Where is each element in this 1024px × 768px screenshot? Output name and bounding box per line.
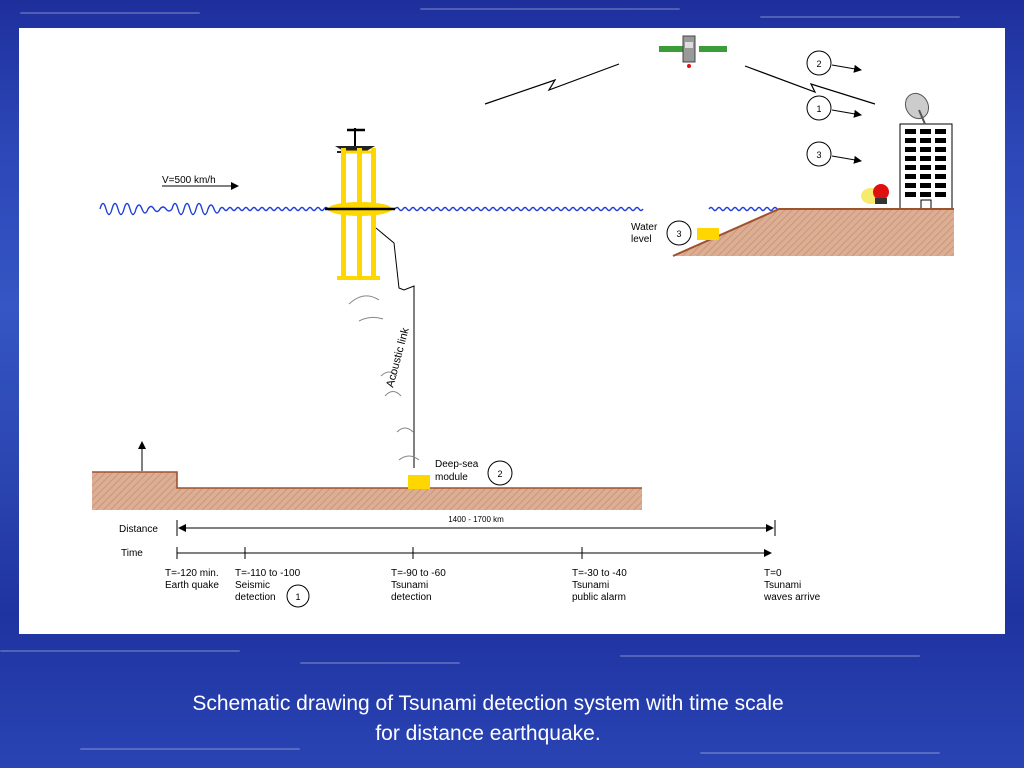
deep-sea-marker (487, 460, 513, 486)
timeline-label: Seismic (235, 580, 270, 591)
building-window (920, 129, 931, 134)
time-ticks (176, 547, 583, 559)
timeline-label: detection (391, 592, 432, 603)
timeline-label: waves arrive (763, 592, 821, 603)
surface-buoy (325, 128, 395, 280)
building-window (905, 156, 916, 161)
building-window (935, 174, 946, 179)
diagram-panel: V=500 km/h Acoustic link (19, 28, 1005, 634)
timeline-label: Tsunami (764, 580, 801, 591)
building-window (920, 165, 931, 170)
water-level-marker-label: 3 (676, 229, 681, 239)
ocean-wave-right (394, 206, 782, 212)
distance-range: 1400 - 1700 km (448, 515, 504, 524)
water-level-gauge-bar (697, 228, 719, 240)
time-labels: T=-120 min.Earth quake T=-110 to -100Seis… (165, 568, 821, 603)
deep-sea-module (408, 475, 430, 489)
downlink-signal (744, 65, 876, 105)
uplink-signal (484, 63, 620, 105)
alert-marker-1: 1 (806, 95, 862, 121)
building-window (905, 192, 916, 197)
building-window (905, 183, 916, 188)
timeline-label: public alarm (572, 592, 626, 603)
building-window (935, 129, 946, 134)
building-window (905, 129, 916, 134)
alarm-siren-icon (861, 184, 889, 204)
timeline-label: T=-110 to -100 (235, 568, 301, 579)
building-window (920, 156, 931, 161)
acoustic-link-label: Acoustic link (384, 326, 412, 389)
building-window (935, 192, 946, 197)
marker-label: 1 (816, 104, 821, 114)
building-window (935, 138, 946, 143)
timeline-label: T=-30 to -40 (572, 568, 627, 579)
distance-label: Distance (119, 524, 158, 535)
satellite-icon (659, 35, 727, 68)
timeline-label: detection (235, 592, 276, 603)
timeline-label: T=0 (764, 568, 782, 579)
mooring-cable (375, 227, 415, 468)
alert-marker-2: 2 (806, 50, 862, 76)
tsunami-schematic: V=500 km/h Acoustic link (92, 35, 954, 608)
building-window (920, 138, 931, 143)
seismic-marker (286, 584, 310, 608)
water-level-marker (666, 220, 692, 246)
building-window (920, 183, 931, 188)
building-with-dish-icon (899, 92, 953, 211)
marker-label: 3 (816, 150, 821, 160)
building-window (905, 174, 916, 179)
building-window (905, 165, 916, 170)
seismic-marker-label: 1 (295, 592, 300, 602)
water-level-line1: Water (631, 222, 658, 233)
building-window (905, 138, 916, 143)
seabed (92, 472, 642, 510)
timeline-label: T=-120 min. (165, 568, 219, 579)
building-window (920, 174, 931, 179)
timeline-label: Earth quake (165, 580, 219, 591)
coast-land (673, 209, 954, 256)
building-window (935, 156, 946, 161)
building-window (935, 147, 946, 152)
building-window (920, 192, 931, 197)
water-level-line2: level (631, 234, 652, 245)
deep-sea-marker-label: 2 (497, 469, 502, 479)
building-window (935, 183, 946, 188)
timeline-label: T=-90 to -60 (391, 568, 446, 579)
acoustic-waves (348, 295, 420, 461)
building-window (905, 147, 916, 152)
alert-marker-3: 3 (806, 141, 862, 167)
slide-caption: Schematic drawing of Tsunami detection s… (0, 689, 976, 749)
timeline-label: Tsunami (391, 580, 428, 591)
building-window (935, 165, 946, 170)
coast-edge (672, 208, 954, 257)
marker-label: 2 (816, 59, 821, 69)
ocean-wave (99, 202, 341, 216)
speed-label: V=500 km/h (162, 175, 216, 186)
caption-line-1: Schematic drawing of Tsunami detection s… (192, 692, 784, 715)
deep-sea-line2: module (435, 472, 468, 483)
timeline-label: Tsunami (572, 580, 609, 591)
deep-sea-line1: Deep-sea (435, 459, 479, 470)
time-label: Time (121, 548, 143, 559)
caption-line-2: for distance earthquake. (375, 722, 601, 745)
building-window (920, 147, 931, 152)
